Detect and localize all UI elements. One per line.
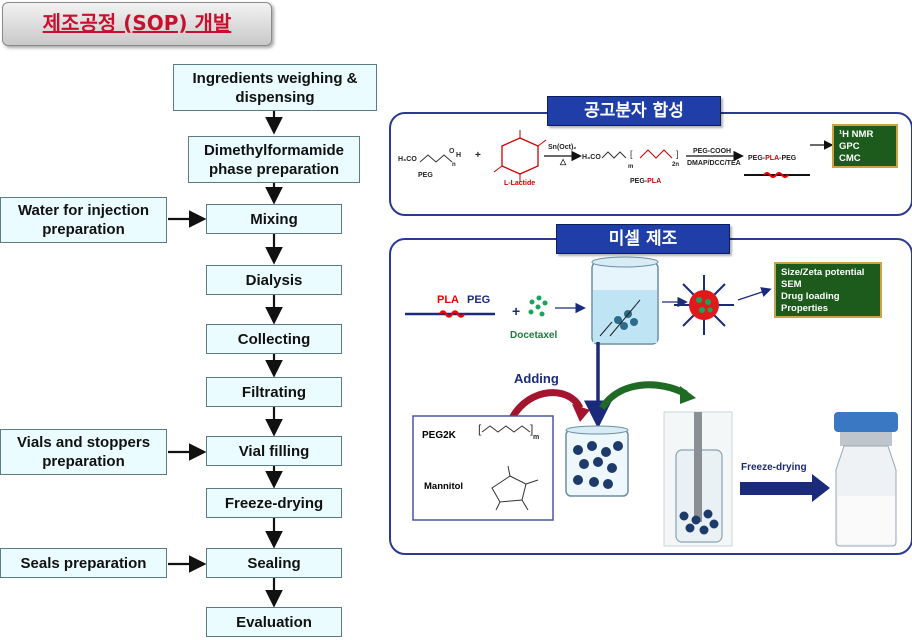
prop-sem: SEM [781,279,802,290]
step-dialysis-label: Dialysis [245,271,303,289]
peg2k-label: PEG2K [422,430,456,441]
step-dmf-phase: Dimethylformamide phase preparation [188,136,360,183]
step-weighing: Ingredients weighing & dispensing [173,64,377,111]
peg-strand-label: PEG [467,294,491,306]
product-c: -PEG [779,155,797,162]
svg-text:[: [ [478,422,482,436]
step-collecting-label: Collecting [237,330,311,348]
step-freeze-drying: Freeze-drying [206,488,342,518]
catalyst-label: Sn(Oct)₂ [548,144,577,151]
step-weighing-label: Ingredients weighing & dispensing [192,69,358,106]
step-vial-filling: Vial filling [206,436,342,466]
svg-text:[: [ [630,149,633,159]
peg-pla-sub-m: m [628,164,634,170]
peg-end-h: H [456,152,462,159]
analysis-nmr: ¹H NMR [839,129,874,140]
product-a: PEG- [748,155,766,162]
input-water-for-injection: Water for injection preparation [0,197,167,243]
plus-sign-1: + [475,150,481,161]
input-vials-label: Vials and stoppers preparation [16,434,151,470]
step-sealing-label: Sealing [247,554,301,572]
analysis-cmc: CMC [839,153,861,164]
peg-pla-sub-2n: 2n [672,162,680,168]
input-seals: Seals preparation [0,548,167,578]
polymer-panel-title: 공고분자 합성 [547,96,721,126]
lactide-label: L-Lactide [504,180,536,187]
plus-sign-2: + [512,303,521,319]
freeze-drying-label: Freeze-drying [741,462,807,473]
heat-symbol: △ [560,157,567,166]
peg-sub-n: n [452,162,456,168]
reagent-top: PEG-COOH [693,148,732,155]
product-b: PLA [765,155,780,162]
peg-pla-red: PLA [647,178,662,185]
step-evaluation-label: Evaluation [236,613,312,631]
step-mixing: Mixing [206,204,342,234]
h3co-label: H₃CO [398,156,417,163]
docetaxel-label: Docetaxel [510,330,558,341]
polymer-synthesis-panel [389,112,912,216]
adding-label: Adding [514,371,559,386]
micelle-properties-box: Size/Zeta potential SEM Drug loading Pro… [774,262,882,318]
step-dialysis: Dialysis [206,265,342,295]
peg-label: PEG [418,172,433,179]
svg-text:]: ] [530,422,533,436]
prop-drug-loading: Drug loading [781,291,840,302]
pla-label: PLA [437,294,459,306]
step-filtrating-label: Filtrating [241,383,307,401]
input-water-label: Water for injection preparation [17,202,150,238]
micelle-panel-title: 미셀 제조 [556,224,730,254]
svg-text:O: O [449,148,455,155]
polymer-analysis-box: ¹H NMR GPC CMC [832,124,898,168]
step-dmf-phase-label: Dimethylformamide phase preparation [203,141,345,178]
input-seals-label: Seals preparation [20,554,147,572]
product-label: PEG-PLA-PEG [748,155,796,162]
page-title: 제조공정 (SOP) 개발 [2,2,272,46]
step-filtrating: Filtrating [206,377,342,407]
step-vial-filling-label: Vial filling [238,442,310,460]
svg-text:]: ] [676,149,679,159]
step-collecting: Collecting [206,324,342,354]
peg2k-sub-m: m [533,434,540,441]
analysis-gpc: GPC [839,141,860,152]
step-sealing: Sealing [206,548,342,578]
peg-pla-h3co: H₃CO [582,154,601,161]
mannitol-label: Mannitol [424,481,464,492]
step-freeze-drying-label: Freeze-drying [224,494,324,512]
peg-pla-prefix: PEG- [630,178,648,185]
reagent-bottom: DMAP/DCC/TEA [687,160,741,167]
step-mixing-label: Mixing [250,210,298,228]
prop-properties: Properties [781,303,828,314]
peg-pla-label: PEG-PLA [630,178,661,185]
step-evaluation: Evaluation [206,607,342,637]
input-vials-stoppers: Vials and stoppers preparation [0,429,167,475]
prop-size-zeta: Size/Zeta potential [781,267,865,278]
page-title-text: 제조공정 (SOP) 개발 [42,11,232,35]
